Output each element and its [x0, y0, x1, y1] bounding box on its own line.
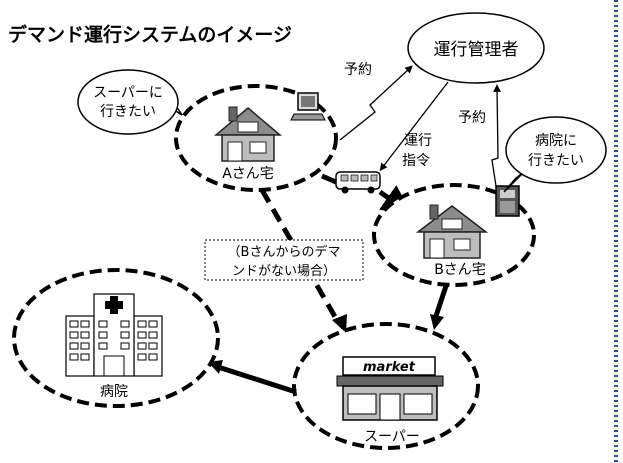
dispatch-line2: 指令 [402, 153, 430, 169]
yoyaku-a-arrow [339, 65, 413, 141]
computer-icon [290, 92, 326, 121]
bubble-a-line2: 行きたい [100, 104, 156, 120]
route-a-bus [321, 173, 337, 185]
house-b-icon [415, 204, 489, 259]
dispatch-line1: 運行 [404, 133, 432, 149]
bubble-a [77, 69, 179, 135]
house-a-icon [213, 106, 283, 162]
hospital-icon [65, 293, 163, 377]
house-b-label: Bさん宅 [434, 262, 486, 278]
supermarket-label: スーパー [364, 429, 420, 445]
yoyaku-a-label: 予約 [344, 62, 372, 78]
market-sign: market [363, 360, 416, 375]
phone-icon [495, 185, 520, 217]
bubble-a-line1: スーパーに [93, 85, 163, 101]
bubble-b-tail [503, 171, 525, 193]
dispatch-arrow [379, 81, 449, 172]
route-b-super [433, 285, 449, 317]
route-super-hospital [217, 364, 297, 395]
bubble-b [505, 116, 607, 184]
diagram-title: デマンド運行システムのイメージ [8, 23, 292, 46]
house-a-label: Aさん宅 [222, 166, 274, 182]
route-a-super-head [332, 314, 347, 333]
note-line2: ンドがない場合） [232, 264, 336, 279]
hospital-label: 病院 [100, 384, 128, 400]
manager-node [407, 12, 545, 84]
manager-label: 運行管理者 [434, 40, 519, 60]
yoyaku-b-arrow [491, 84, 501, 187]
note-box [204, 239, 364, 281]
bubble-b-line1: 病院に [535, 133, 577, 149]
bubble-b-line2: 行きたい [528, 153, 584, 169]
yoyaku-b-label: 予約 [458, 110, 486, 126]
bus-icon [335, 171, 381, 194]
note-line1: （Bさんからのデマ [228, 244, 341, 260]
route-b-super-head [430, 314, 444, 330]
supermarket-icon [336, 356, 444, 421]
